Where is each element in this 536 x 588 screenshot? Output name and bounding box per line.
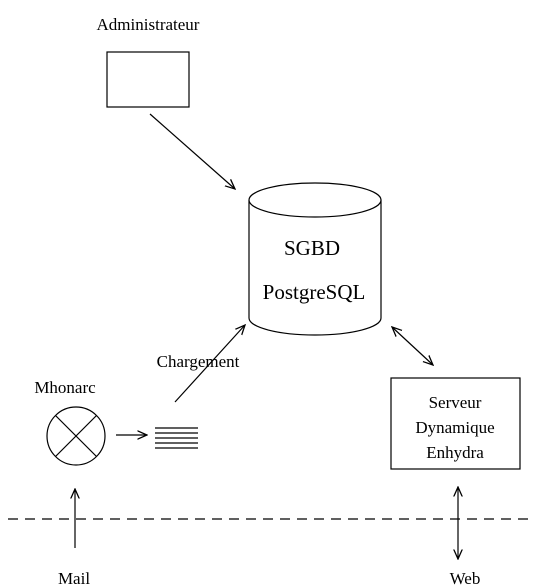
mhonarc-node	[46, 406, 106, 466]
web-label: Web	[450, 569, 481, 588]
mail-files-icon	[155, 427, 198, 449]
chargement-label: Chargement	[157, 352, 240, 371]
serveur-line1: Serveur	[429, 393, 482, 412]
mail-label: Mail	[58, 569, 90, 588]
chargement-arrow	[174, 325, 245, 403]
administrateur-box	[106, 51, 190, 108]
database-cylinder	[248, 182, 382, 336]
admin-to-db-arrow	[149, 113, 235, 189]
db-serveur-arrow	[392, 327, 433, 365]
serveur-box	[390, 377, 521, 470]
sgbd-label: SGBD	[284, 236, 340, 260]
postgresql-label: PostgreSQL	[263, 280, 366, 304]
serveur-line2: Dynamique	[415, 418, 494, 437]
serveur-line3: Enhydra	[426, 443, 484, 462]
mhonarc-label: Mhonarc	[34, 378, 96, 397]
administrateur-label: Administrateur	[97, 15, 200, 34]
